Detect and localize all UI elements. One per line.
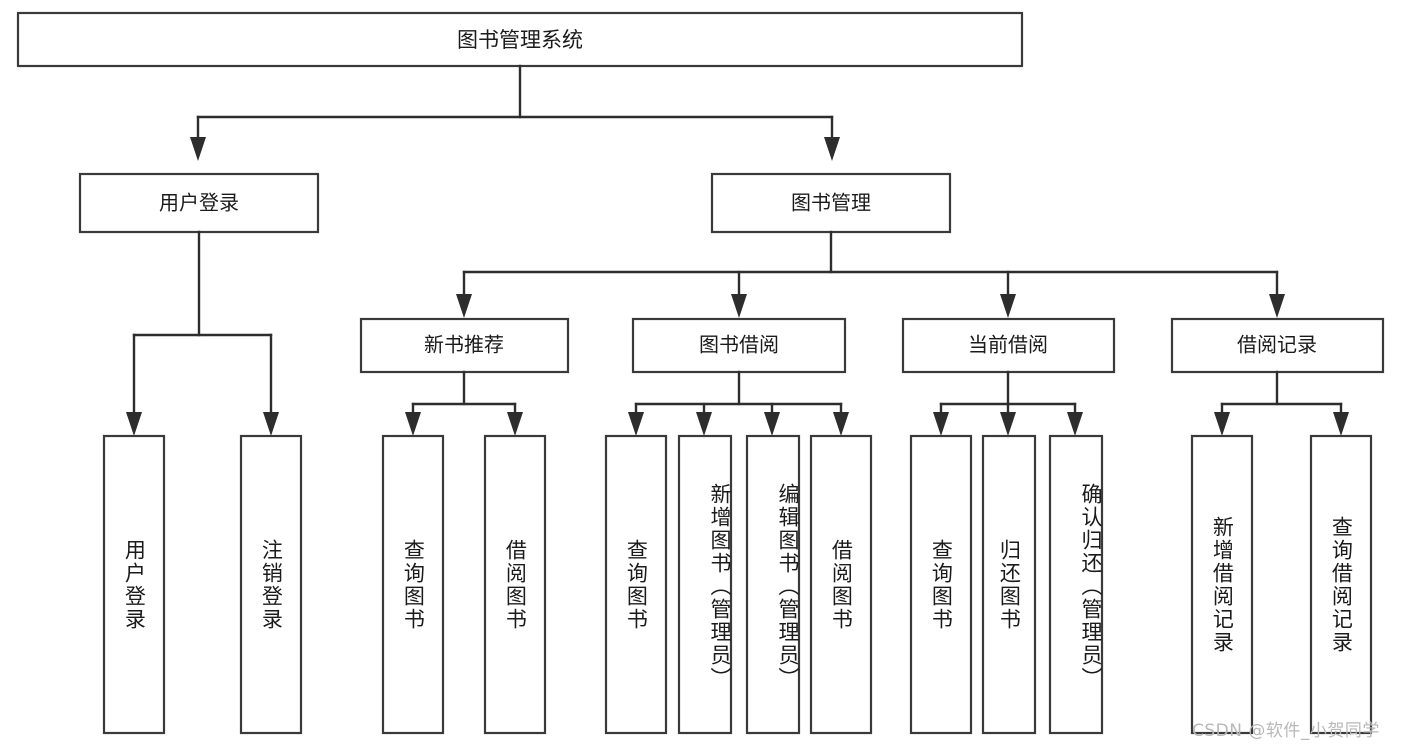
node-root-label: 图书管理系统 [457, 28, 583, 52]
node-leaf-borrow-book-2-box[interactable] [809, 434, 873, 735]
arrow-current-borrow-leaf-3-icon [1067, 412, 1083, 436]
node-book-manage-label: 图书管理 [791, 191, 871, 215]
node-current-borrow-label: 当前借阅 [968, 333, 1048, 357]
node-leaf-return-book-box[interactable] [981, 434, 1037, 735]
node-leaf-query-book-1-box[interactable] [381, 434, 445, 735]
node-book-borrow-label: 图书借阅 [699, 333, 779, 357]
node-leaf-query-book-2-box[interactable] [604, 434, 668, 735]
node-leaf-user-login-box[interactable] [102, 434, 166, 735]
arrow-book-manage-to-borrow-record-icon [1269, 294, 1285, 318]
arrow-current-borrow-leaf-2-icon [1000, 412, 1016, 436]
arrow-book-borrow-leaf-3-icon [764, 412, 780, 436]
node-leaf-query-book-3-box[interactable] [909, 434, 973, 735]
arrow-book-manage-to-book-borrow-icon [731, 294, 747, 318]
arrow-book-borrow-leaf-2-icon [696, 412, 712, 436]
arrow-new-book-rec-leaf-2-icon [507, 412, 523, 436]
node-user-login-label: 用户登录 [159, 191, 239, 215]
node-book-manage-box[interactable] [710, 172, 952, 234]
arrow-borrow-record-leaf-2-icon [1333, 412, 1349, 436]
node-leaf-confirm-return-box[interactable] [1048, 434, 1104, 735]
node-leaf-add-book-box[interactable] [677, 434, 733, 735]
node-borrow-record-box[interactable] [1170, 317, 1385, 374]
node-new-book-rec-label: 新书推荐 [424, 333, 504, 357]
node-leaf-add-record-box[interactable] [1190, 434, 1254, 735]
node-new-book-rec-box[interactable] [359, 317, 570, 374]
arrow-root-to-user-login-icon [190, 137, 206, 161]
node-leaf-borrow-book-1-box[interactable] [483, 434, 547, 735]
node-leaf-query-record-box[interactable] [1309, 434, 1373, 735]
node-root-box[interactable] [16, 11, 1024, 68]
node-borrow-record-label: 借阅记录 [1237, 333, 1317, 357]
csdn-watermark: CSDN @软件_小贺同学 [1192, 721, 1380, 741]
arrow-current-borrow-leaf-1-icon [933, 412, 949, 436]
arrow-root-to-book-manage-icon [824, 137, 840, 161]
arrow-book-manage-to-current-borrow-icon [1000, 294, 1016, 318]
arrow-book-borrow-leaf-1-icon [628, 412, 644, 436]
arrow-book-manage-to-new-book-rec-icon [456, 294, 472, 318]
arrow-user-login-leaf-2-icon [263, 412, 279, 436]
node-leaf-edit-book-box[interactable] [745, 434, 801, 735]
node-current-borrow-box[interactable] [901, 317, 1116, 374]
node-leaf-logout-box[interactable] [239, 434, 303, 735]
arrow-borrow-record-leaf-1-icon [1214, 412, 1230, 436]
arrow-book-borrow-leaf-4-icon [833, 412, 849, 436]
arrow-new-book-rec-leaf-1-icon [405, 412, 421, 436]
node-book-borrow-box[interactable] [631, 317, 847, 374]
arrow-user-login-leaf-1-icon [126, 412, 142, 436]
